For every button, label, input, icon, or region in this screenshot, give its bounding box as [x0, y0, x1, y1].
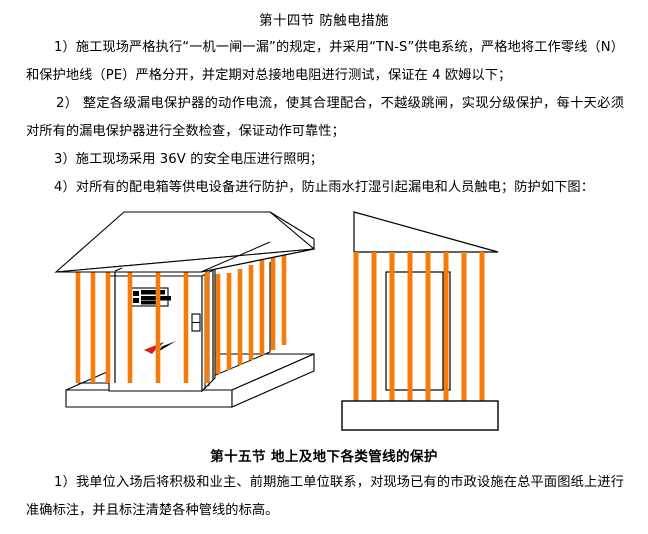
protection-figure	[0, 202, 648, 445]
protective-bars	[353, 252, 485, 401]
section-14-paragraph-1: 1）施工现场严格执行“一机一闸一漏”的规定，并采用“TN-S”供电系统，严格地将…	[26, 40, 624, 83]
left-diagram-isometric-shed	[54, 211, 316, 408]
section-15-title: 第十五节 地上及地下各类管线的保护	[210, 449, 438, 465]
section-14-title: 第十四节 防触电措施	[259, 13, 389, 29]
section-14-paragraph-4: 4）对所有的配电箱等供电设备进行防护，防止雨水打湿引起漏电和人员触电；防护如下图…	[54, 180, 594, 195]
meter-panel	[129, 287, 171, 307]
distribution-box-outline	[385, 271, 451, 391]
sloped-roof	[353, 211, 499, 253]
protective-bars-side	[215, 250, 287, 374]
section-14-paragraph-2: 2） 整定各级漏电保护器的动作电流，使其合理配合，不越级跳闸，实现分级保护，每十…	[26, 96, 624, 139]
top-spacer	[0, 0, 648, 4]
frame-edges	[269, 262, 271, 352]
section-14-paragraph-3: 3）施工现场采用 36V 的安全电压进行照明；	[54, 152, 324, 167]
base-slab	[341, 400, 499, 431]
door-latch	[191, 313, 201, 332]
section-15-paragraph-1: 1）我单位入场后将积极和业主、前期施工单位联系，对现场已有的市政设施在总平面图纸…	[26, 475, 624, 518]
protective-bars-front	[75, 271, 210, 383]
roof-eave-lines	[114, 241, 271, 273]
right-diagram-elevation-shed	[341, 211, 499, 431]
roof-slab	[54, 211, 316, 273]
corner-post	[114, 268, 214, 383]
